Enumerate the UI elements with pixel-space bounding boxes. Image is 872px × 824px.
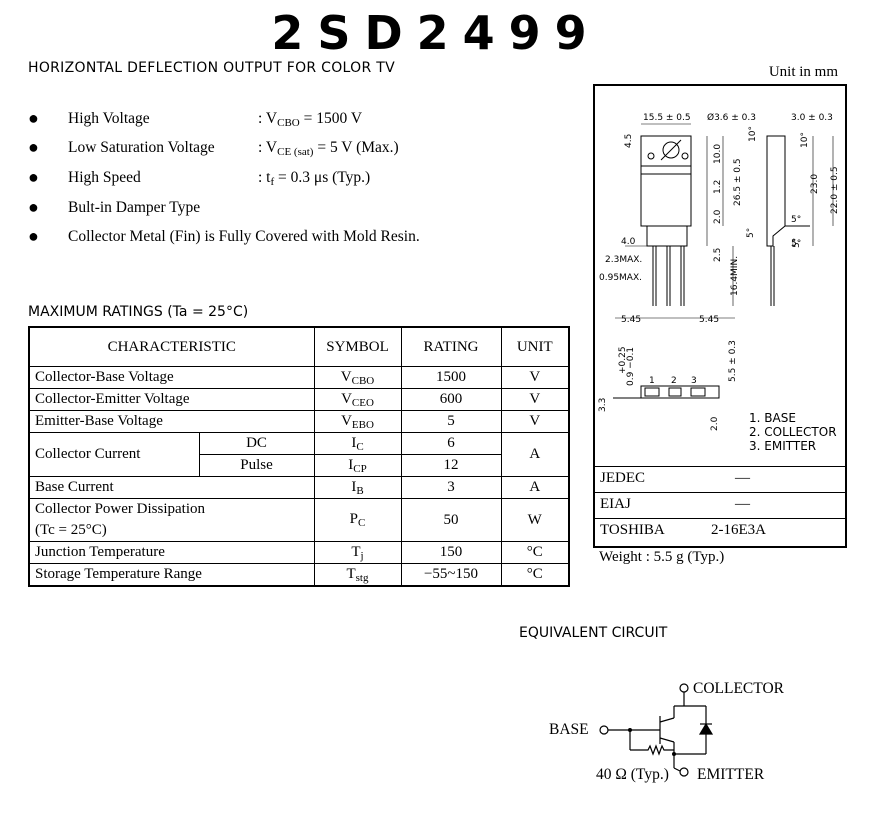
table-row: Storage Temperature Range Tstg −55~150 °… (28, 563, 570, 587)
emitter-label: EMITTER (697, 766, 765, 783)
angle-4: 5° (746, 228, 756, 238)
dim-tol-base: 0.9 −0.1 (626, 347, 636, 386)
weight: Weight : 5.5 g (Typ.) (599, 549, 725, 565)
dim-1-2: 1.2 (713, 180, 723, 194)
dim-4-0: 4.0 (621, 237, 636, 247)
angle-2: 10° (800, 132, 810, 148)
table-row: Collector-Emitter Voltage VCEO 600 V (28, 388, 570, 411)
table-row: Base Current IB 3 A (28, 476, 570, 499)
package-drawing: 15.5 ± 0.5 Ø3.6 ± 0.3 3.0 ± 0.3 4.5 10.0… (598, 112, 840, 431)
equivalent-circuit-diagram (599, 683, 714, 777)
ratings-title: MAXIMUM RATINGS (Ta = 25°C) (28, 304, 249, 320)
bullet-icon: ● (28, 226, 39, 246)
dim-hole: Ø3.6 ± 0.3 (707, 112, 756, 123)
pin-number-3: 3 (691, 376, 697, 386)
dim-3-3: 3.3 (598, 398, 608, 412)
subtitle: HORIZONTAL DEFLECTION OUTPUT FOR COLOR T… (28, 60, 395, 76)
header-characteristic: CHARACTERISTIC (28, 326, 315, 367)
bullet-icon: ● (28, 197, 39, 217)
ratings-table: CHARACTERISTIC SYMBOL RATING UNIT Collec… (28, 326, 570, 587)
circuit-title: EQUIVALENT CIRCUIT (519, 625, 668, 641)
dim-2-0-bottom: 2.0 (710, 416, 720, 431)
pin-base: 1. BASE (749, 411, 796, 425)
pin-list: 1. BASE 2. COLLECTOR 3. EMITTER (749, 411, 837, 453)
dim-width: 15.5 ± 0.5 (643, 113, 691, 123)
unit-note: Unit in mm (768, 64, 838, 80)
dim-2-5: 2.5 (713, 248, 723, 262)
dim-16-4min: 16.4MIN. (730, 256, 740, 296)
angle-1: 10° (748, 126, 758, 142)
pin-collector: 2. COLLECTOR (749, 425, 837, 439)
pin-emitter: 3. EMITTER (749, 439, 817, 453)
table-row: Collector Current DC IC 6 A (28, 432, 570, 477)
header-unit: UNIT (500, 326, 570, 367)
header-symbol: SYMBOL (313, 326, 402, 367)
table-row: Collector Power Dissipation(Tc = 25°C) P… (28, 498, 570, 542)
dim-pitch-2: 5.45 (699, 315, 719, 325)
side-view (766, 135, 810, 306)
dim-26-5: 26.5 ± 0.5 (733, 158, 743, 206)
bullet-icon: ● (28, 137, 39, 157)
table-row: Junction Temperature Tj 150 °C (28, 541, 570, 564)
dim-side-thickness: 3.0 ± 0.3 (791, 113, 833, 123)
table-row: Emitter-Base Voltage VEBO 5 V (28, 410, 570, 433)
info-row-toshiba: TOSHIBA 2-16E3A (595, 518, 845, 545)
bottom-view (613, 385, 720, 399)
info-row-jedec: JEDEC — (595, 466, 845, 493)
pin-number-1: 1 (649, 376, 655, 386)
dim-10-0: 10.0 (713, 144, 723, 164)
table-row: Collector-Base Voltage VCBO 1500 V (28, 366, 570, 389)
info-row-eiaj: EIAJ — (595, 492, 845, 519)
table-header-row: CHARACTERISTIC SYMBOL RATING UNIT (28, 326, 570, 367)
bullet-icon: ● (28, 108, 39, 128)
angle-5: 5° (791, 239, 801, 249)
dim-5-5: 5.5 ± 0.3 (728, 340, 738, 382)
package-outline-box: 15.5 ± 0.5 Ø3.6 ± 0.3 3.0 ± 0.3 4.5 10.0… (593, 84, 847, 548)
dim-pitch-1: 5.45 (621, 315, 641, 325)
part-number: 2SD2499 (271, 6, 601, 60)
dim-2-3max: 2.3MAX. (605, 255, 642, 265)
front-view (640, 135, 692, 306)
bullet-icon: ● (28, 167, 39, 187)
dim-23-0: 23.0 (810, 174, 820, 194)
dim-0-95max: 0.95MAX. (599, 273, 642, 283)
collector-label: COLLECTOR (693, 680, 784, 697)
dim-2-0: 2.0 (713, 209, 723, 224)
header-rating: RATING (400, 326, 502, 367)
resistor-label: 40 Ω (Typ.) (596, 766, 669, 783)
pin-number-2: 2 (671, 376, 677, 386)
dim-4-5: 4.5 (624, 134, 634, 148)
dim-22-0: 22.0 ± 0.5 (830, 166, 840, 214)
dim-tol-plus: +0.25 (618, 346, 628, 374)
angle-3: 5° (791, 215, 801, 225)
angle-6: 5° (792, 238, 802, 248)
base-label: BASE (549, 721, 589, 738)
